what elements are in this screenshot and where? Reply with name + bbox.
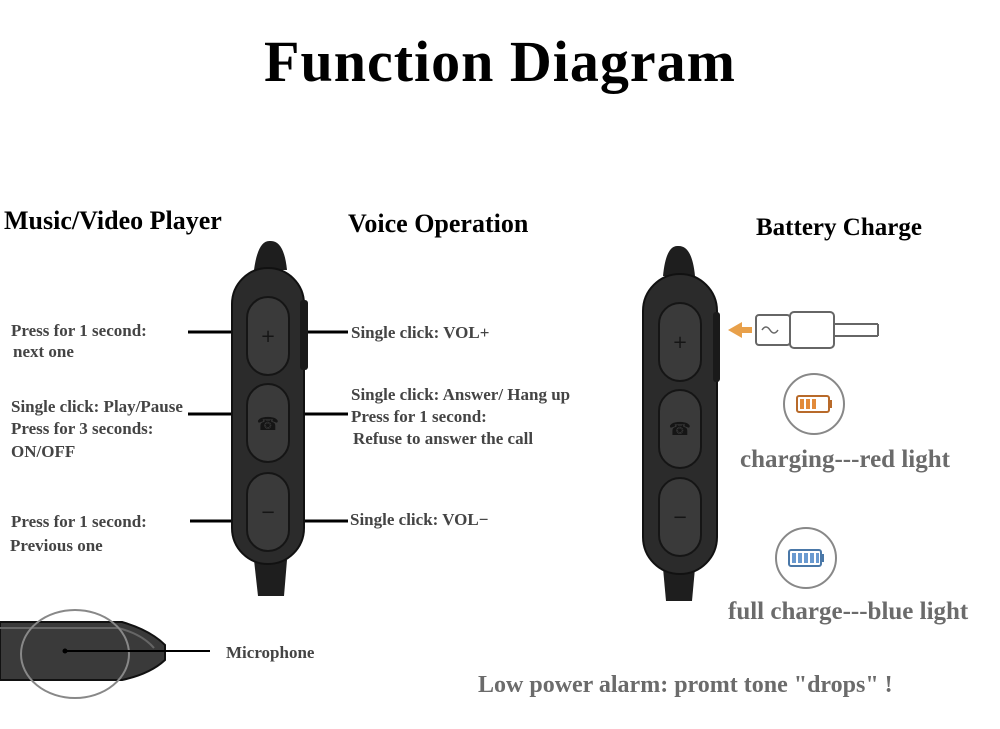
- label-microphone: Microphone: [226, 643, 315, 662]
- battery-charge-heading: Battery Charge: [756, 214, 922, 241]
- label-play-pause: Single click: Play/Pause: [11, 397, 183, 416]
- remote-control-left: + ☎ −: [231, 240, 308, 596]
- label-answer-hangup: Single click: Answer/ Hang up: [351, 385, 571, 404]
- page-title: Function Diagram: [264, 29, 736, 94]
- label-on-off: ON/OFF: [11, 442, 76, 461]
- label-previous: Press for 1 second:: [11, 512, 147, 531]
- label-next: Press for 1 second:: [11, 321, 147, 340]
- low-power-alarm-note: Low power alarm: promt tone "drops" !: [478, 672, 893, 698]
- svg-text:+: +: [672, 332, 687, 353]
- voice-operation-heading: Voice Operation: [348, 209, 529, 238]
- label-vol-down: Single click: VOL−: [350, 510, 489, 529]
- label-vol-up: Single click: VOL+: [351, 323, 490, 342]
- svg-text:−: −: [260, 502, 275, 523]
- svg-text:☎: ☎: [257, 414, 279, 435]
- battery-full-icon: [775, 527, 837, 589]
- label-full-charge: full charge---blue light: [728, 598, 969, 625]
- label-charging: charging---red light: [740, 446, 950, 473]
- svg-text:−: −: [672, 507, 687, 528]
- battery-low-icon: [783, 373, 845, 435]
- label-reject-call: Refuse to answer the call: [353, 429, 534, 448]
- remote-control-right: + ☎ −: [642, 245, 720, 601]
- microphone-graphic: [0, 609, 210, 699]
- label-next-detail: next one: [13, 342, 74, 361]
- label-previous-detail: Previous one: [10, 536, 103, 555]
- label-reject-hold: Press for 1 second:: [351, 407, 487, 426]
- usb-cable-icon: [728, 311, 879, 349]
- svg-text:☎: ☎: [669, 419, 691, 440]
- music-player-heading: Music/Video Player: [4, 206, 222, 235]
- label-power-hold: Press for 3 seconds:: [11, 419, 154, 438]
- svg-text:+: +: [260, 326, 275, 347]
